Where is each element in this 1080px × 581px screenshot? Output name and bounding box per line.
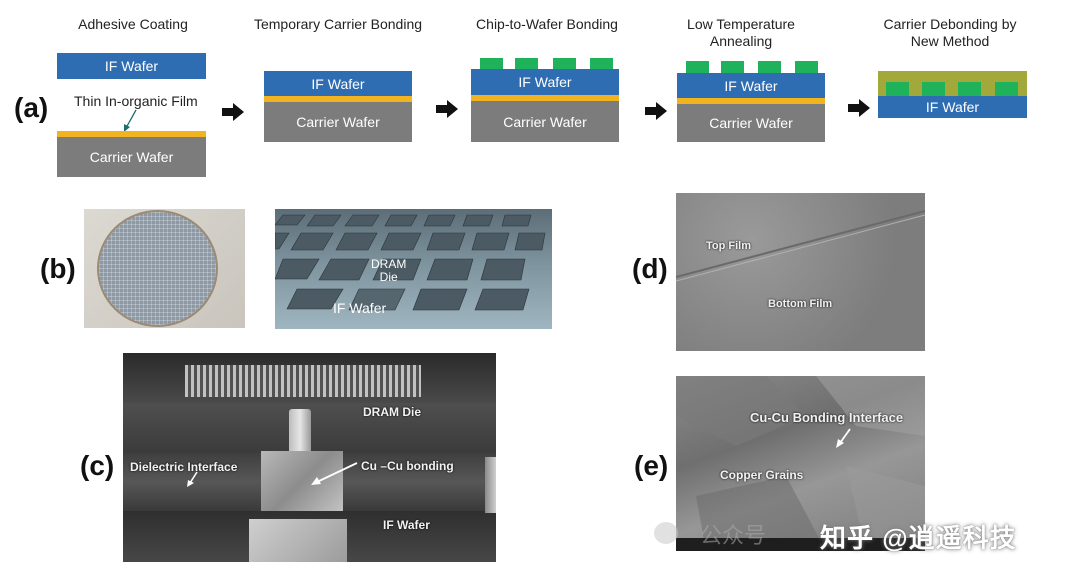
panel-label-a: (a) <box>14 92 49 123</box>
if-wafer-layer: IF Wafer <box>57 53 206 79</box>
step-title-line: Annealing <box>709 33 773 49</box>
cu-bond-pad <box>261 451 343 513</box>
wechat-icon <box>654 522 678 544</box>
panel-label-b: (b) <box>40 253 76 284</box>
thin-film-layer <box>264 96 412 102</box>
interface-pointer-arrow <box>836 428 851 448</box>
side-pillar <box>485 457 496 513</box>
step-title-low-temperature-annealing: Low Temperature Annealing <box>666 16 816 50</box>
carrier-wafer-layer: Carrier Wafer <box>677 104 825 142</box>
cu-cu-bonding-label: Cu –Cu bonding <box>361 459 454 473</box>
step-title-carrier-debonding: Carrier Debonding by New Method <box>870 16 1030 50</box>
die-array-photo: DRAM Die IF Wafer <box>275 209 552 329</box>
process-arrow-icon <box>645 102 667 120</box>
panel-label-e: (e) <box>634 450 669 481</box>
chip-die <box>480 58 503 70</box>
if-wafer-label: IF Wafer <box>333 300 387 316</box>
if-wafer-layer: IF Wafer <box>471 69 619 95</box>
watermark-faint-text: 公众号 <box>700 523 767 548</box>
step-title-line: Low Temperature <box>687 16 795 32</box>
cu-lower-pad <box>249 519 347 562</box>
copper-grain-sem-image: Cu-Cu Bonding Interface Copper Grains <box>676 376 925 551</box>
cu-pillar <box>289 409 311 455</box>
grain-boundaries <box>676 376 925 551</box>
chip-die <box>995 82 1018 96</box>
carrier-wafer-layer: Carrier Wafer <box>57 137 206 177</box>
bottom-dark-strip <box>676 538 925 551</box>
step-title-temporary-carrier-bonding: Temporary Carrier Bonding <box>253 16 423 32</box>
if-wafer-layer: IF Wafer <box>264 71 412 96</box>
thin-film-pointer-arrow <box>124 109 137 132</box>
if-wafer-layer: IF Wafer <box>677 73 825 98</box>
chip-die <box>686 61 709 73</box>
bump-array <box>185 365 421 397</box>
panel-label-c: (c) <box>80 450 115 481</box>
if-wafer-label: IF Wafer <box>383 518 430 532</box>
top-film-label: Top Film <box>706 240 752 252</box>
chip-die <box>886 82 909 96</box>
chip-die <box>958 82 981 96</box>
copper-grains-label: Copper Grains <box>720 468 804 482</box>
chip-die <box>721 61 744 73</box>
chip-die <box>795 61 818 73</box>
film-interface-line <box>676 210 925 282</box>
dielectric-interface-label: Dielectric Interface <box>130 460 238 474</box>
chip-die <box>553 58 576 70</box>
panel-label-d: (d) <box>632 253 668 284</box>
chip-die <box>590 58 613 70</box>
cu-cu-interface-label: Cu-Cu Bonding Interface <box>750 410 904 425</box>
carrier-wafer-layer: Carrier Wafer <box>471 101 619 142</box>
thin-film-layer <box>471 95 619 101</box>
die-array-graphic <box>275 214 546 311</box>
dram-die-label: DRAM Die <box>363 405 422 419</box>
carrier-wafer-layer: Carrier Wafer <box>264 102 412 142</box>
chip-die <box>922 82 945 96</box>
film-sem-image: Top Film Bottom Film <box>676 193 925 351</box>
step-title-chip-to-wafer-bonding: Chip-to-Wafer Bonding <box>476 16 618 32</box>
bottom-film-label: Bottom Film <box>768 298 833 310</box>
watermark-text: 知乎 @逍遥科技 <box>820 523 1017 553</box>
process-arrow-icon <box>222 103 244 121</box>
step-title-line: New Method <box>910 33 990 49</box>
step-title-line: Carrier Debonding by <box>883 16 1017 32</box>
if-wafer-layer: IF Wafer <box>878 96 1027 118</box>
wafer-disc <box>99 212 216 325</box>
thin-film-label: Thin In-organic Film <box>74 93 198 109</box>
chip-die <box>515 58 538 70</box>
wafer-photo <box>84 209 245 328</box>
step-title-adhesive-coating: Adhesive Coating <box>78 16 188 32</box>
thin-film-layer <box>57 131 206 137</box>
cu-bonding-pointer-arrow <box>311 462 358 485</box>
chip-die <box>758 61 781 73</box>
thin-film-layer <box>677 98 825 104</box>
cross-section-sem-image: DRAM Die Dielectric Interface Cu –Cu bon… <box>123 353 496 562</box>
dram-die-label: DRAM Die <box>371 257 407 284</box>
dielectric-pointer-arrow <box>187 471 198 487</box>
process-arrow-icon <box>436 100 458 118</box>
process-arrow-icon <box>848 99 870 117</box>
